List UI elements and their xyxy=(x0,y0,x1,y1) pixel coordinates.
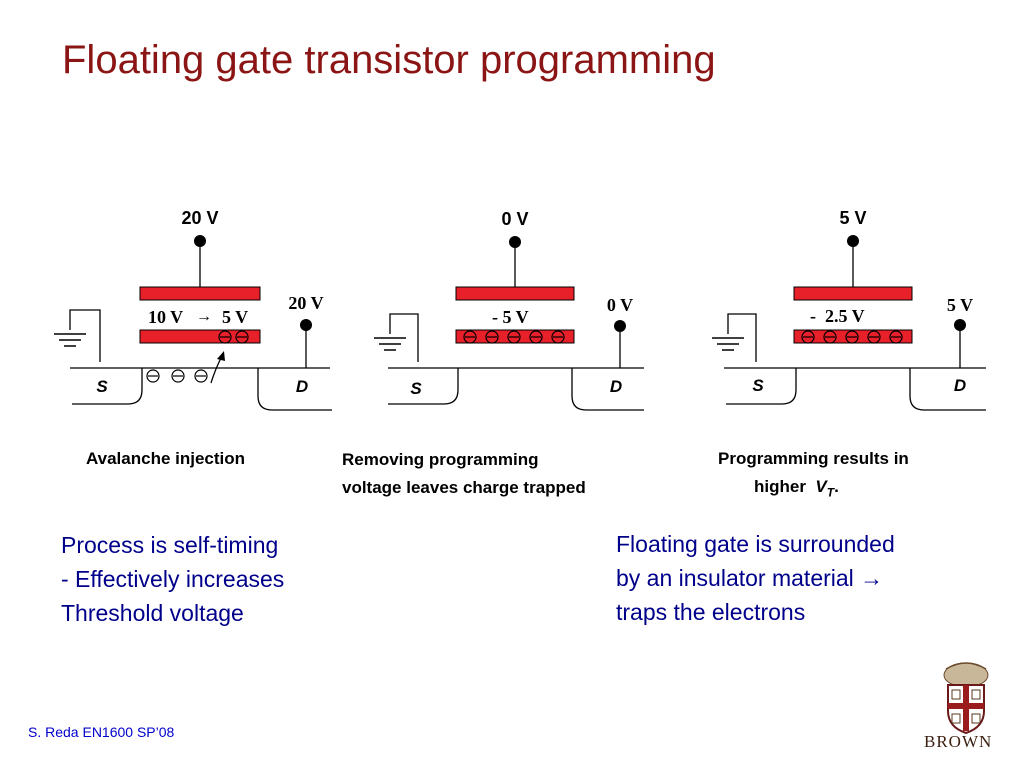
text-line: Floating gate is surrounded xyxy=(616,531,895,557)
gate-voltage-label: 0 V xyxy=(501,209,528,229)
gate-voltage-label: 20 V xyxy=(181,208,218,228)
drain-voltage-label: 20 V xyxy=(288,293,323,313)
caption-line: voltage leaves charge trapped xyxy=(342,478,586,497)
caption-period: . xyxy=(834,477,839,496)
drain-region xyxy=(909,368,986,411)
source-region xyxy=(72,368,143,405)
arrow-right-icon: → xyxy=(196,308,212,325)
caption-charge-trapped: Removing programming voltage leaves char… xyxy=(342,446,586,502)
diagram-avalanche-injection: 20 V 10 V → 5 V 20 V S D xyxy=(54,208,332,411)
floating-gate-voltage-label: - 5 V xyxy=(492,307,529,327)
ground-icon xyxy=(374,313,419,362)
trapped-electrons xyxy=(463,330,565,344)
floating-gate-voltage-label: - 2.5 V xyxy=(810,306,865,326)
vt-symbol: V xyxy=(815,477,827,496)
drain-voltage-label: 5 V xyxy=(947,295,973,315)
drain-region xyxy=(257,368,332,411)
floating-gate-voltage-after-label: 5 V xyxy=(222,307,248,327)
source-region xyxy=(388,368,459,405)
text-line: Process is self-timing xyxy=(61,532,279,558)
transistor-diagrams: 20 V 10 V → 5 V 20 V S D xyxy=(54,208,986,411)
source-region xyxy=(726,368,797,405)
logo-wordmark: BROWN xyxy=(924,732,993,751)
caption-line-vt: higher VT. xyxy=(718,473,909,506)
vt-subscript: T xyxy=(826,485,835,500)
caption-higher-threshold: Programming results in higher VT. xyxy=(718,445,909,506)
drain-region xyxy=(571,368,644,411)
text-line: Threshold voltage xyxy=(61,600,244,626)
control-gate xyxy=(455,286,575,301)
slide-title: Floating gate transistor programming xyxy=(62,38,716,82)
text-line: traps the electrons xyxy=(616,599,806,625)
caption-line: Avalanche injection xyxy=(86,449,246,468)
drain-label: D xyxy=(296,377,308,396)
caption-avalanche: Avalanche injection xyxy=(86,445,245,473)
trapped-electrons xyxy=(801,330,903,344)
right-text-block: Floating gate is surrounded by an insula… xyxy=(616,527,895,629)
ground-icon xyxy=(712,313,757,362)
ground-icon xyxy=(54,309,101,362)
injection-arrow-icon xyxy=(210,351,225,384)
caption-line: Programming results in xyxy=(718,449,909,468)
control-gate xyxy=(139,286,261,301)
source-label: S xyxy=(410,379,422,398)
left-text-block: Process is self-timing - Effectively inc… xyxy=(61,528,284,630)
source-label: S xyxy=(96,377,108,396)
floating-gate-voltage-label: 10 V xyxy=(148,307,183,327)
caption-line: higher xyxy=(754,477,806,496)
trapped-electrons xyxy=(218,330,249,344)
diagram-charge-trapped: 0 V - 5 V 0 V S D xyxy=(374,209,644,411)
brown-university-logo xyxy=(943,662,989,735)
drain-label: D xyxy=(954,376,966,395)
gate-voltage-label: 5 V xyxy=(839,208,866,228)
control-gate xyxy=(793,286,913,301)
text-line: - Effectively increases xyxy=(61,566,285,592)
diagram-higher-threshold: 5 V - 2.5 V 5 V S D xyxy=(712,208,986,411)
channel-electrons xyxy=(146,369,208,383)
drain-label: D xyxy=(610,377,622,396)
drain-voltage-label: 0 V xyxy=(607,295,633,315)
slide-footer: S. Reda EN1600 SP’08 xyxy=(28,724,175,740)
text-line: by an insulator material → xyxy=(616,565,884,591)
caption-line: Removing programming xyxy=(342,450,539,469)
source-label: S xyxy=(752,376,764,395)
